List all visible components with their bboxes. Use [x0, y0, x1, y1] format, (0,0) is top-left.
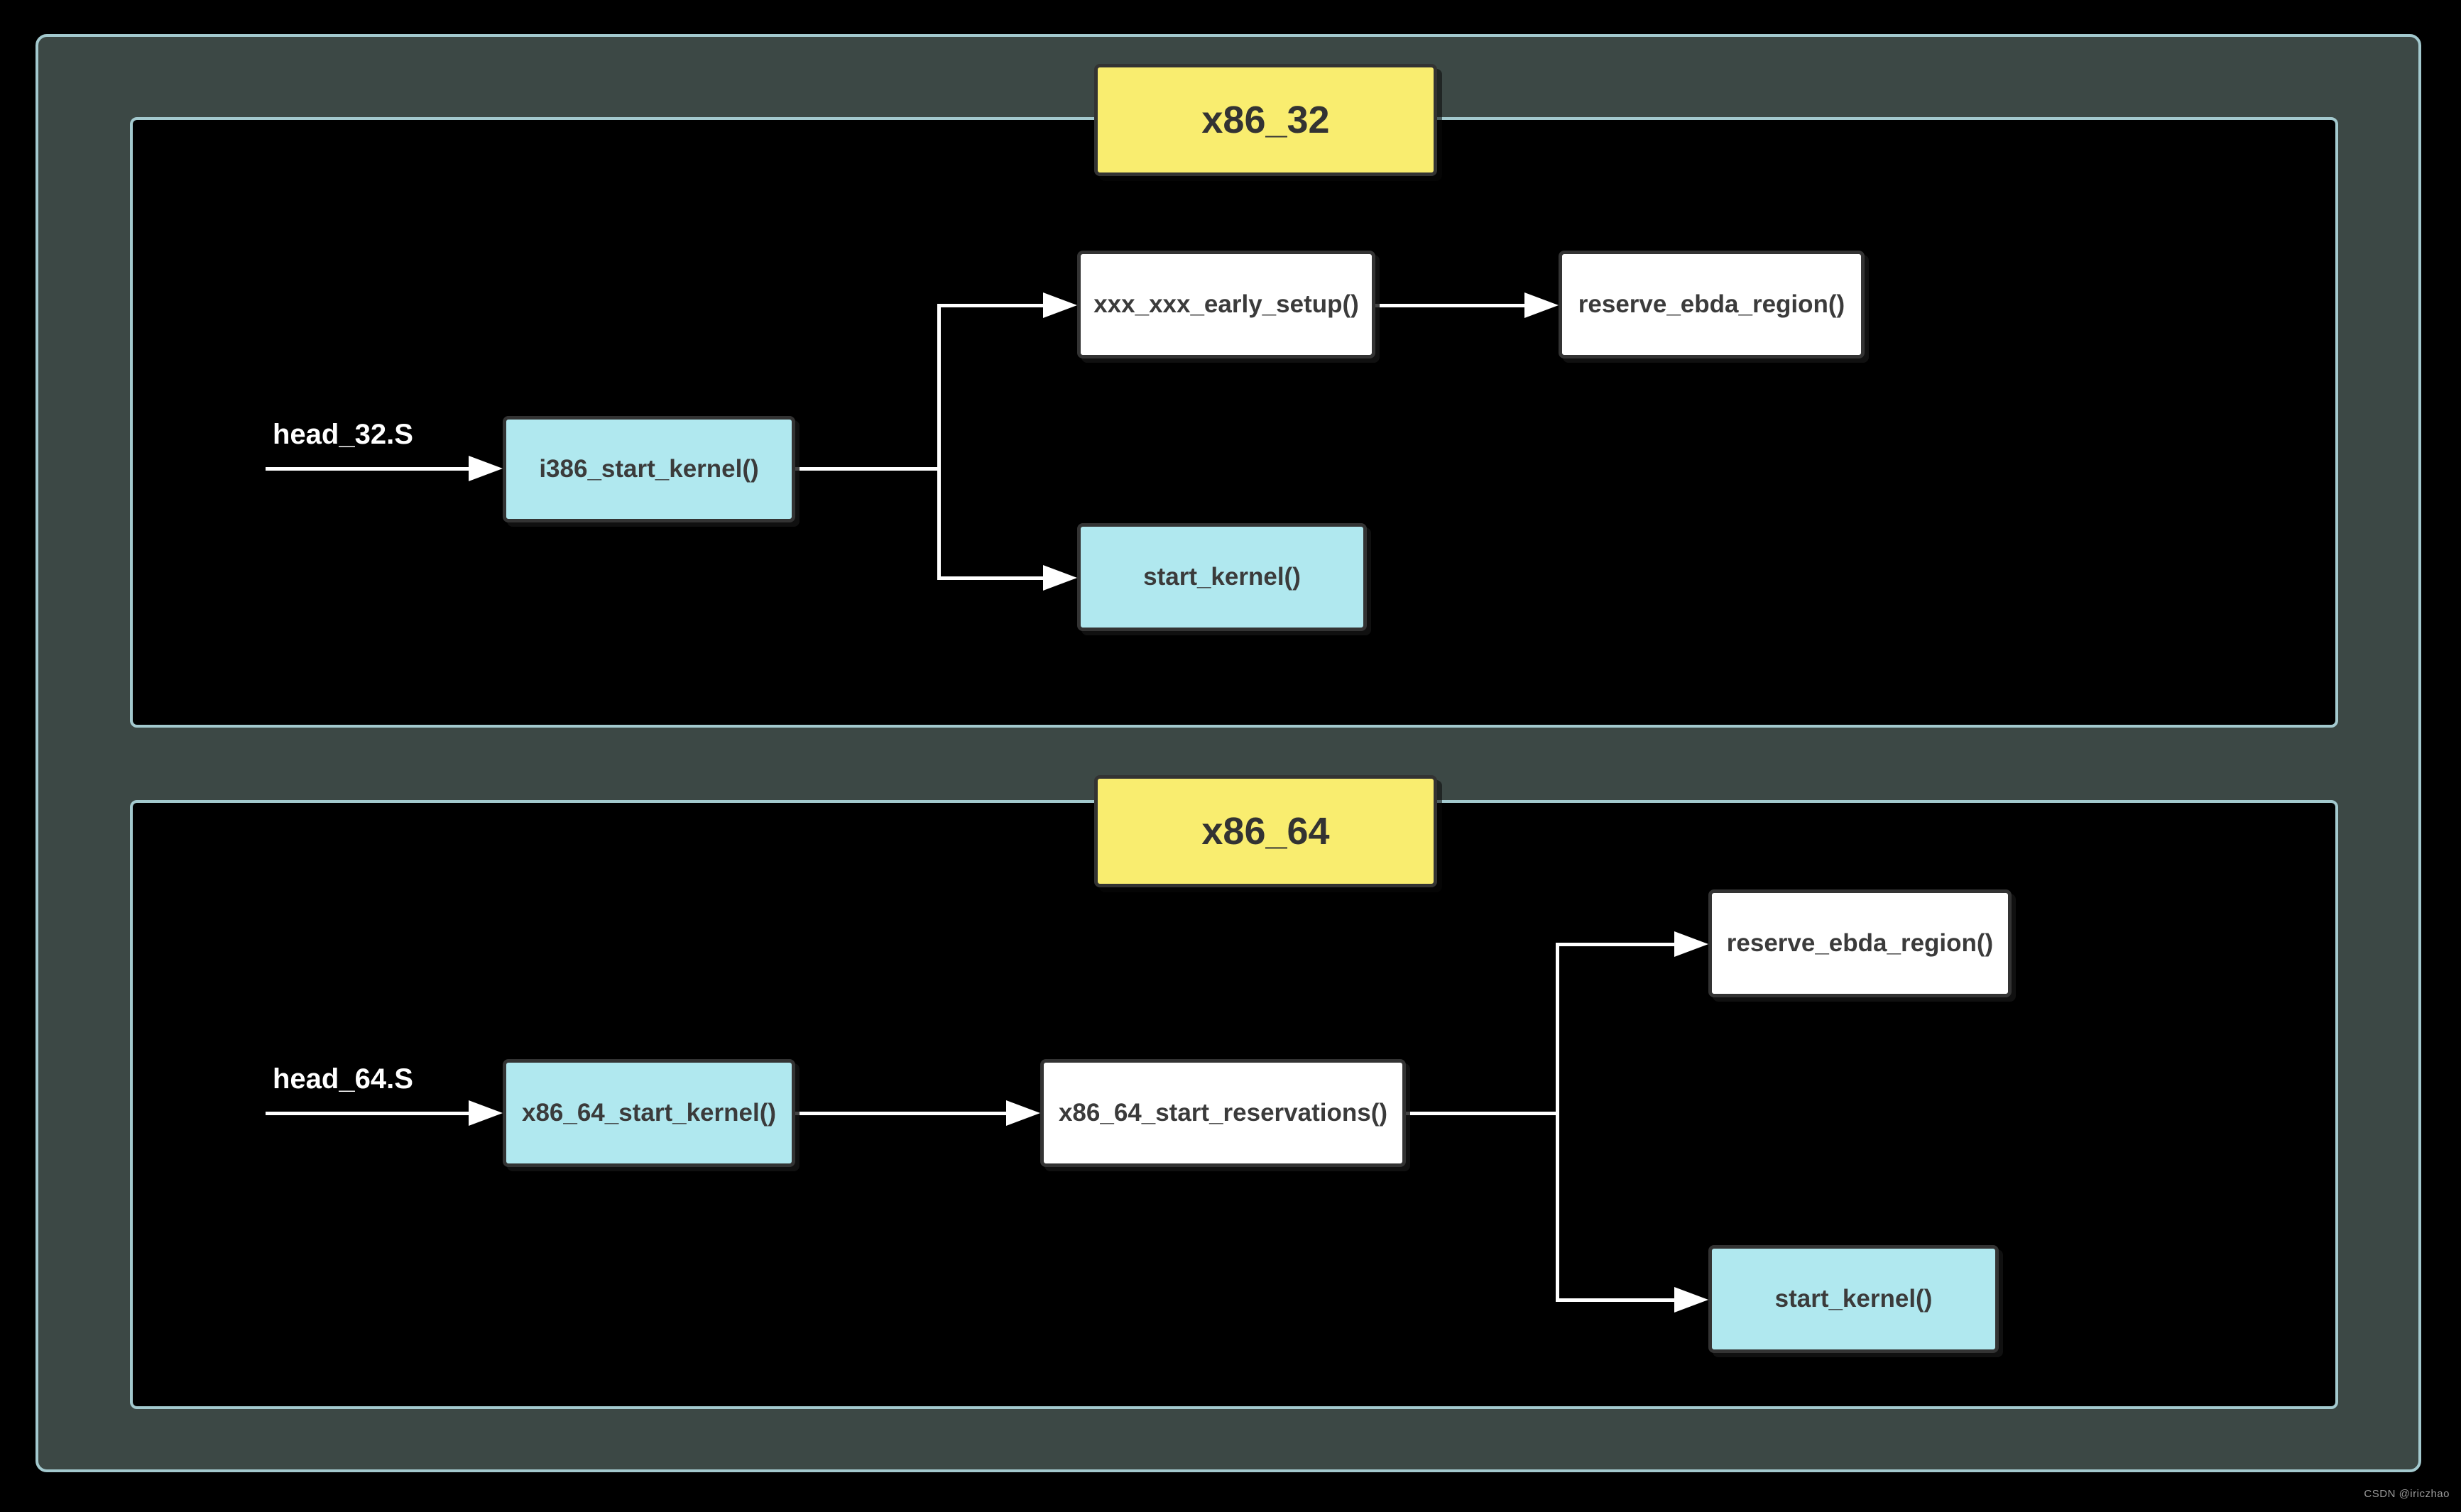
edge-line: [937, 304, 1045, 307]
arrowhead-icon: [469, 1100, 503, 1126]
node-label: reserve_ebda_region(): [1726, 929, 1994, 957]
edge-line: [266, 467, 470, 471]
edge-line: [937, 304, 941, 580]
node-label: reserve_ebda_region(): [1578, 290, 1845, 318]
edge-line: [937, 576, 1045, 580]
arrowhead-icon: [469, 456, 503, 481]
panel-title-x86-32: x86_32: [1094, 64, 1437, 176]
arrowhead-icon: [1524, 292, 1559, 318]
edge-line: [1556, 943, 1676, 946]
arrowhead-icon: [1043, 292, 1077, 318]
edge-line: [1556, 1298, 1676, 1302]
node-i386-start-kernel: i386_start_kernel(): [503, 416, 795, 522]
panel-x86-32: [130, 117, 2338, 728]
panel-title-x86-64: x86_64: [1094, 775, 1437, 887]
node-label: x86_64_start_kernel(): [521, 1099, 776, 1127]
source-label-head-64: head_64.S: [273, 1063, 413, 1095]
panel-title-label: x86_32: [1201, 99, 1330, 141]
arrowhead-icon: [1674, 1287, 1708, 1313]
node-label: xxx_xxx_early_setup(): [1093, 290, 1359, 318]
edge-line: [266, 1112, 470, 1115]
node-label: start_kernel(): [1143, 563, 1301, 591]
node-start-kernel-32: start_kernel(): [1077, 523, 1367, 631]
node-label: start_kernel(): [1774, 1285, 1933, 1313]
arrowhead-icon: [1674, 931, 1708, 957]
source-label-head-32: head_32.S: [273, 419, 413, 450]
edge-line: [1406, 1112, 1559, 1115]
node-x86-64-start-kernel: x86_64_start_kernel(): [503, 1059, 795, 1167]
node-label: x86_64_start_reservations(): [1058, 1099, 1388, 1127]
arrowhead-icon: [1043, 565, 1077, 591]
edge-line: [1556, 943, 1559, 1302]
edge-line: [1375, 304, 1527, 307]
node-label: i386_start_kernel(): [539, 455, 759, 483]
arrowhead-icon: [1006, 1100, 1040, 1126]
node-start-kernel-64: start_kernel(): [1708, 1245, 1999, 1353]
panel-title-label: x86_64: [1201, 810, 1330, 853]
node-reserve-ebda-region-32: reserve_ebda_region(): [1559, 251, 1865, 358]
edge-line: [795, 467, 941, 471]
watermark: CSDN @iriczhao: [2364, 1488, 2450, 1500]
edge-line: [795, 1112, 1008, 1115]
node-x86-64-start-reservations: x86_64_start_reservations(): [1040, 1059, 1406, 1167]
node-reserve-ebda-region-64: reserve_ebda_region(): [1708, 889, 2012, 997]
node-xxx-xxx-early-setup: xxx_xxx_early_setup(): [1077, 251, 1375, 358]
